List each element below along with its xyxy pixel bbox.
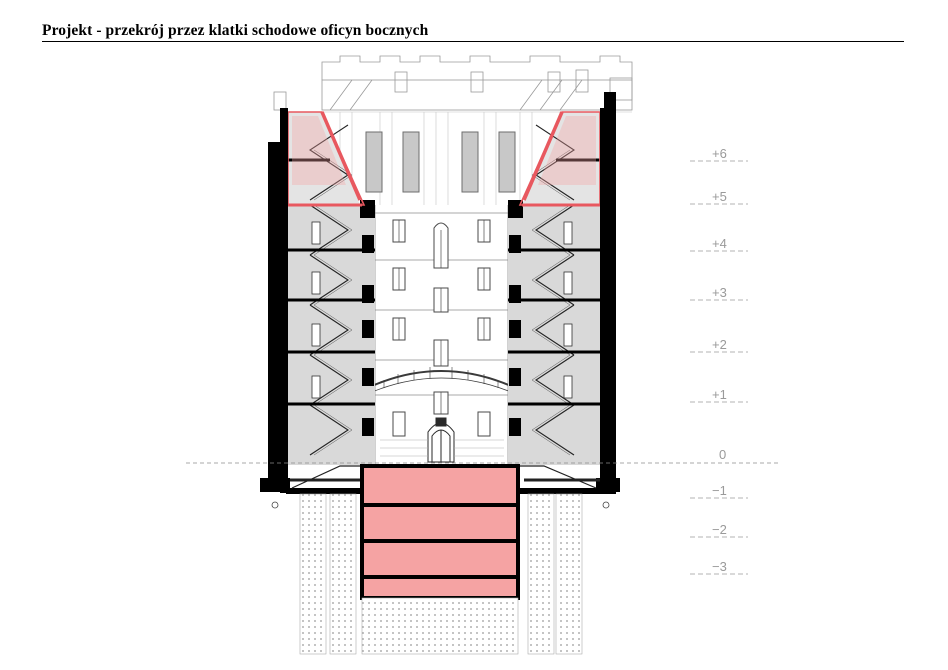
right-stair-wing: [508, 112, 600, 465]
entrance-portal: [427, 417, 455, 463]
level-label: −2: [712, 522, 727, 537]
level-lines: [690, 160, 748, 575]
left-stair-wing: [288, 112, 375, 465]
new-top-floor-tint: [292, 116, 596, 185]
page-title: Projekt - przekrój przez klatki schodowe…: [42, 22, 429, 39]
attic-windows: [365, 131, 516, 193]
level-label: +2: [712, 337, 727, 352]
level-label: +3: [712, 285, 727, 300]
title-underline: [42, 41, 904, 42]
level-label: +5: [712, 189, 727, 204]
courtyard-windows: [392, 219, 491, 437]
level-label: +6: [712, 146, 727, 161]
lower-facade-rustication: [380, 439, 504, 457]
underground-structure: [360, 464, 520, 655]
level-label: +4: [712, 236, 727, 251]
survey-markers: [271, 501, 610, 509]
level-label: −3: [712, 559, 727, 574]
courtyard-window-bars: [398, 220, 485, 414]
level-label: +1: [712, 387, 727, 402]
level-label: 0: [719, 447, 726, 462]
level-labels: +6 +5 +4 +3 +2 +1 0 −1 −2 −3: [712, 146, 727, 574]
basement-stairs: [290, 465, 600, 489]
foundation-piles: [299, 493, 583, 655]
level-label: −1: [712, 483, 727, 498]
rear-facade: [273, 55, 633, 111]
canopy-arch: [371, 367, 512, 393]
